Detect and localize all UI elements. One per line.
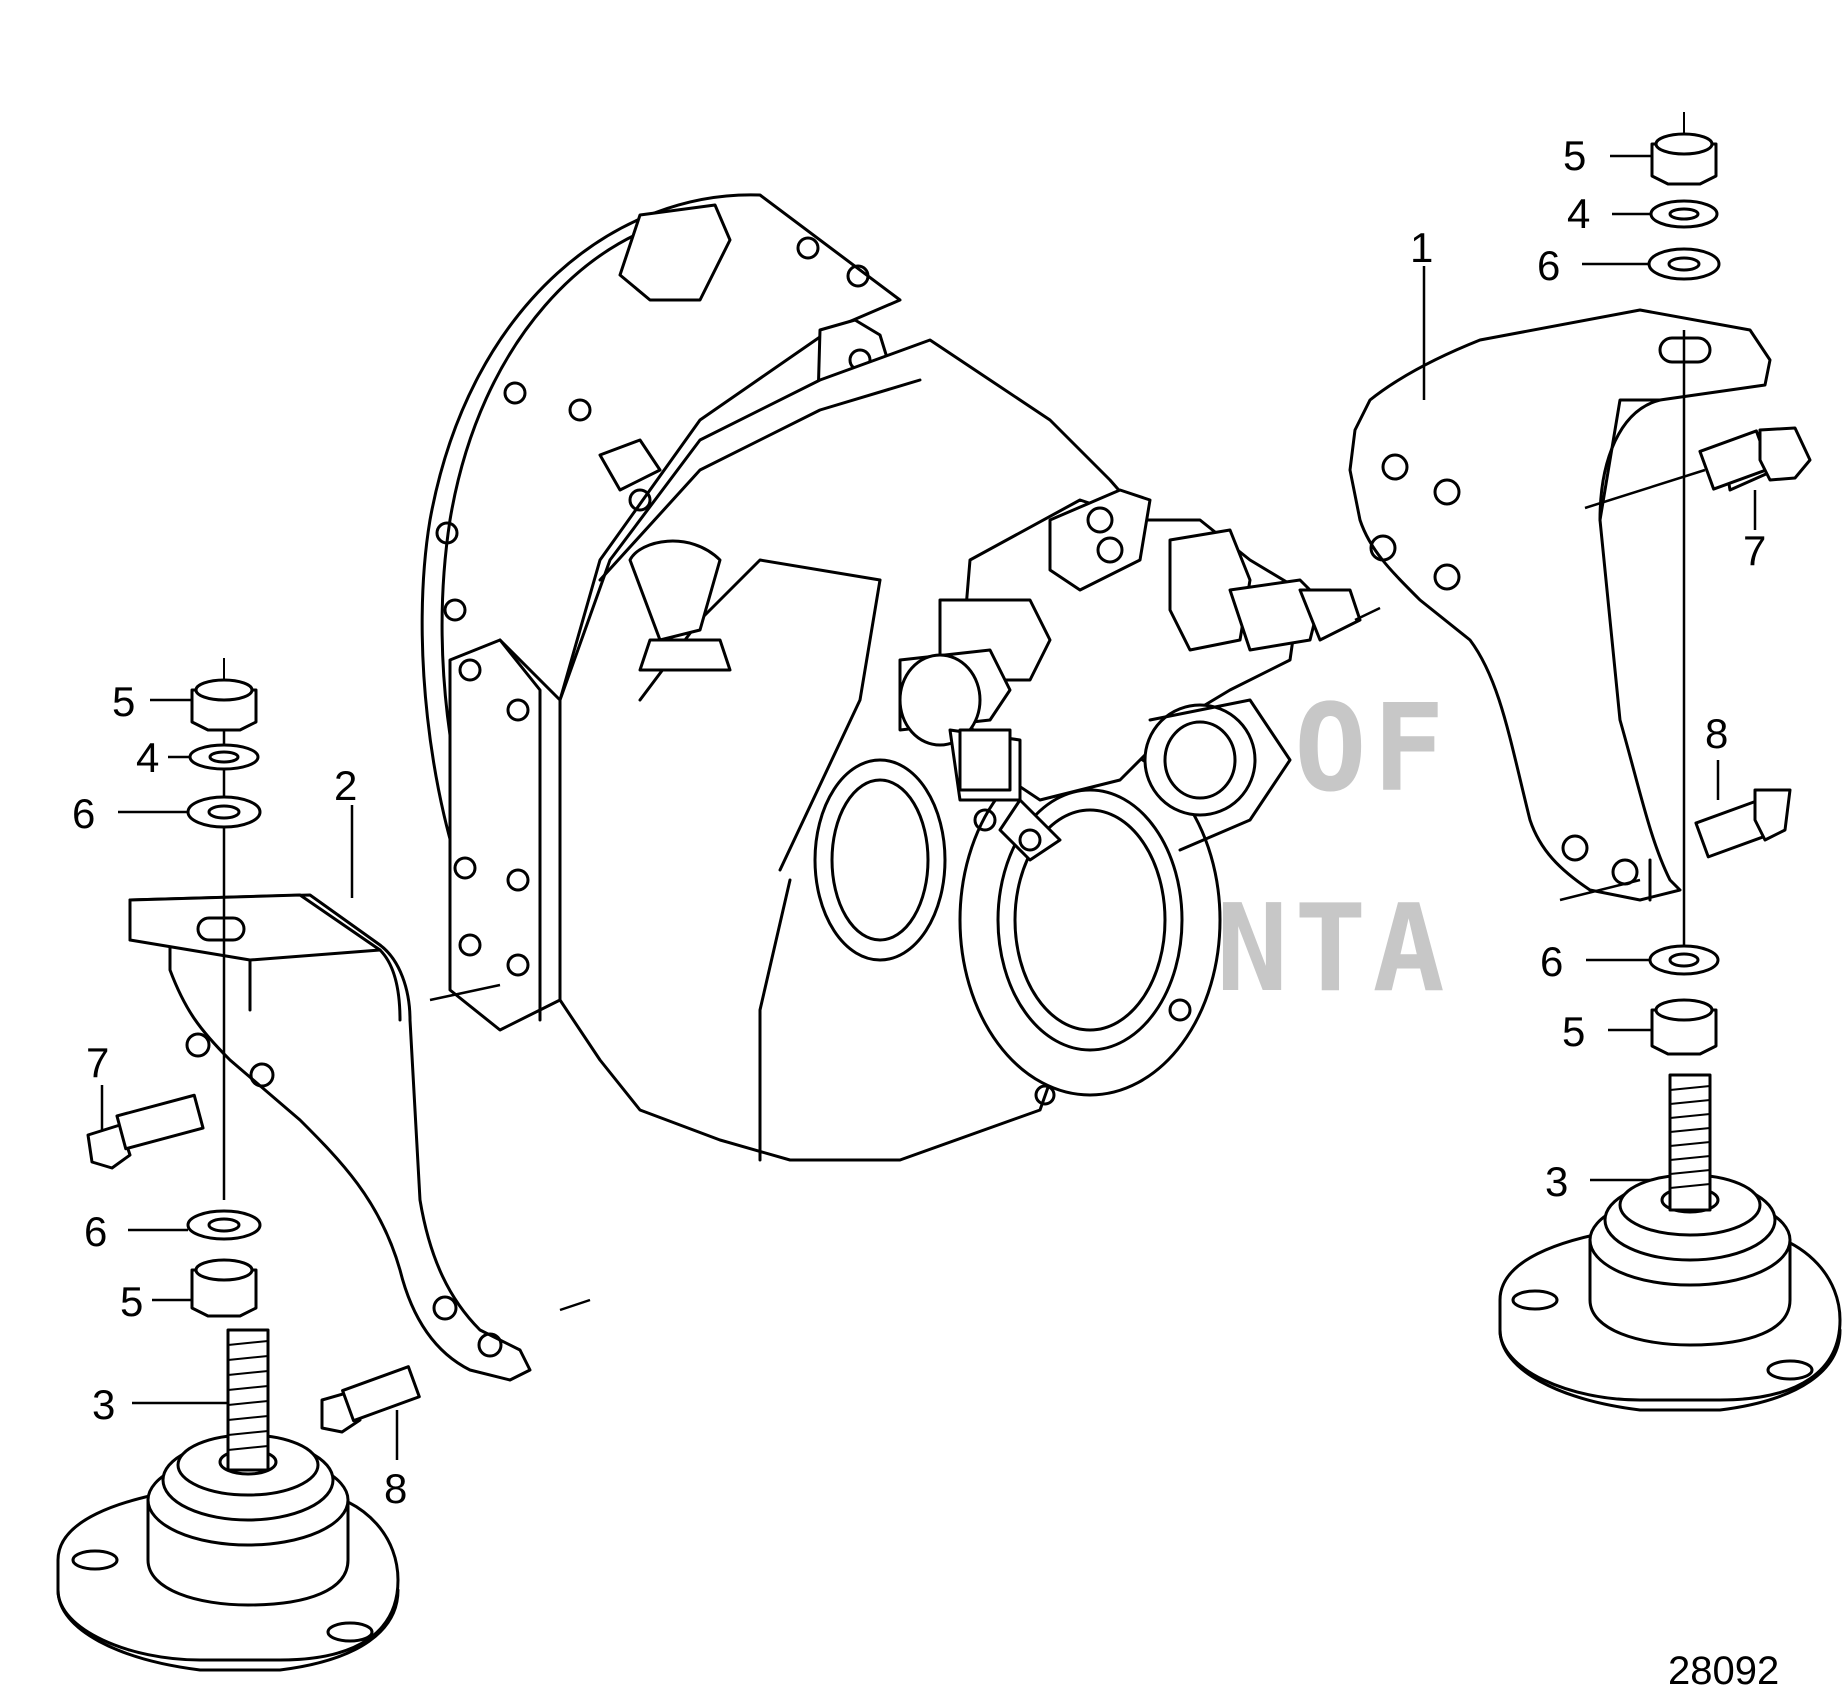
engine-mount-left [56,1328,400,1672]
callout-l-5b: 5 [120,1278,143,1325]
figure-number: 28092 [1668,1649,1779,1693]
bolt-8-right [1694,788,1792,859]
callout-r-8: 8 [1705,710,1728,757]
hardware-stack-left-bottom [186,1209,262,1318]
callout-2: 2 [334,762,357,809]
callout-labels: 5 4 6 1 7 8 6 5 3 5 4 6 2 7 6 5 3 8 [72,132,1766,1512]
hardware-stack-right-top [1647,112,1721,281]
bolt-7-left [86,1093,205,1170]
engine-mount-right [1498,1073,1842,1412]
gearbox-housing [420,193,1362,1162]
callout-l-3: 3 [92,1381,115,1428]
callout-l-7: 7 [86,1039,109,1086]
callout-r-6a: 6 [1537,242,1560,289]
callout-r-5a: 5 [1563,132,1586,179]
callout-l-6b: 6 [84,1208,107,1255]
bolt-8-left [320,1365,421,1434]
callout-r-7: 7 [1743,527,1766,574]
callout-l-8: 8 [384,1465,407,1512]
callout-l-5a: 5 [112,678,135,725]
bolt-7-right [1698,426,1812,492]
callout-r-5b: 5 [1562,1008,1585,1055]
callout-l-6a: 6 [72,790,95,837]
mounting-bracket-right [1348,308,1772,960]
hardware-stack-right-bottom [1648,944,1720,1056]
callout-leaders [100,154,1757,1460]
callout-r-4: 4 [1567,190,1590,237]
callout-1: 1 [1410,224,1433,271]
mounting-bracket-left [128,700,591,1382]
callout-l-4: 4 [136,734,159,781]
callout-r-3: 3 [1545,1158,1568,1205]
callout-r-6b: 6 [1540,938,1563,985]
